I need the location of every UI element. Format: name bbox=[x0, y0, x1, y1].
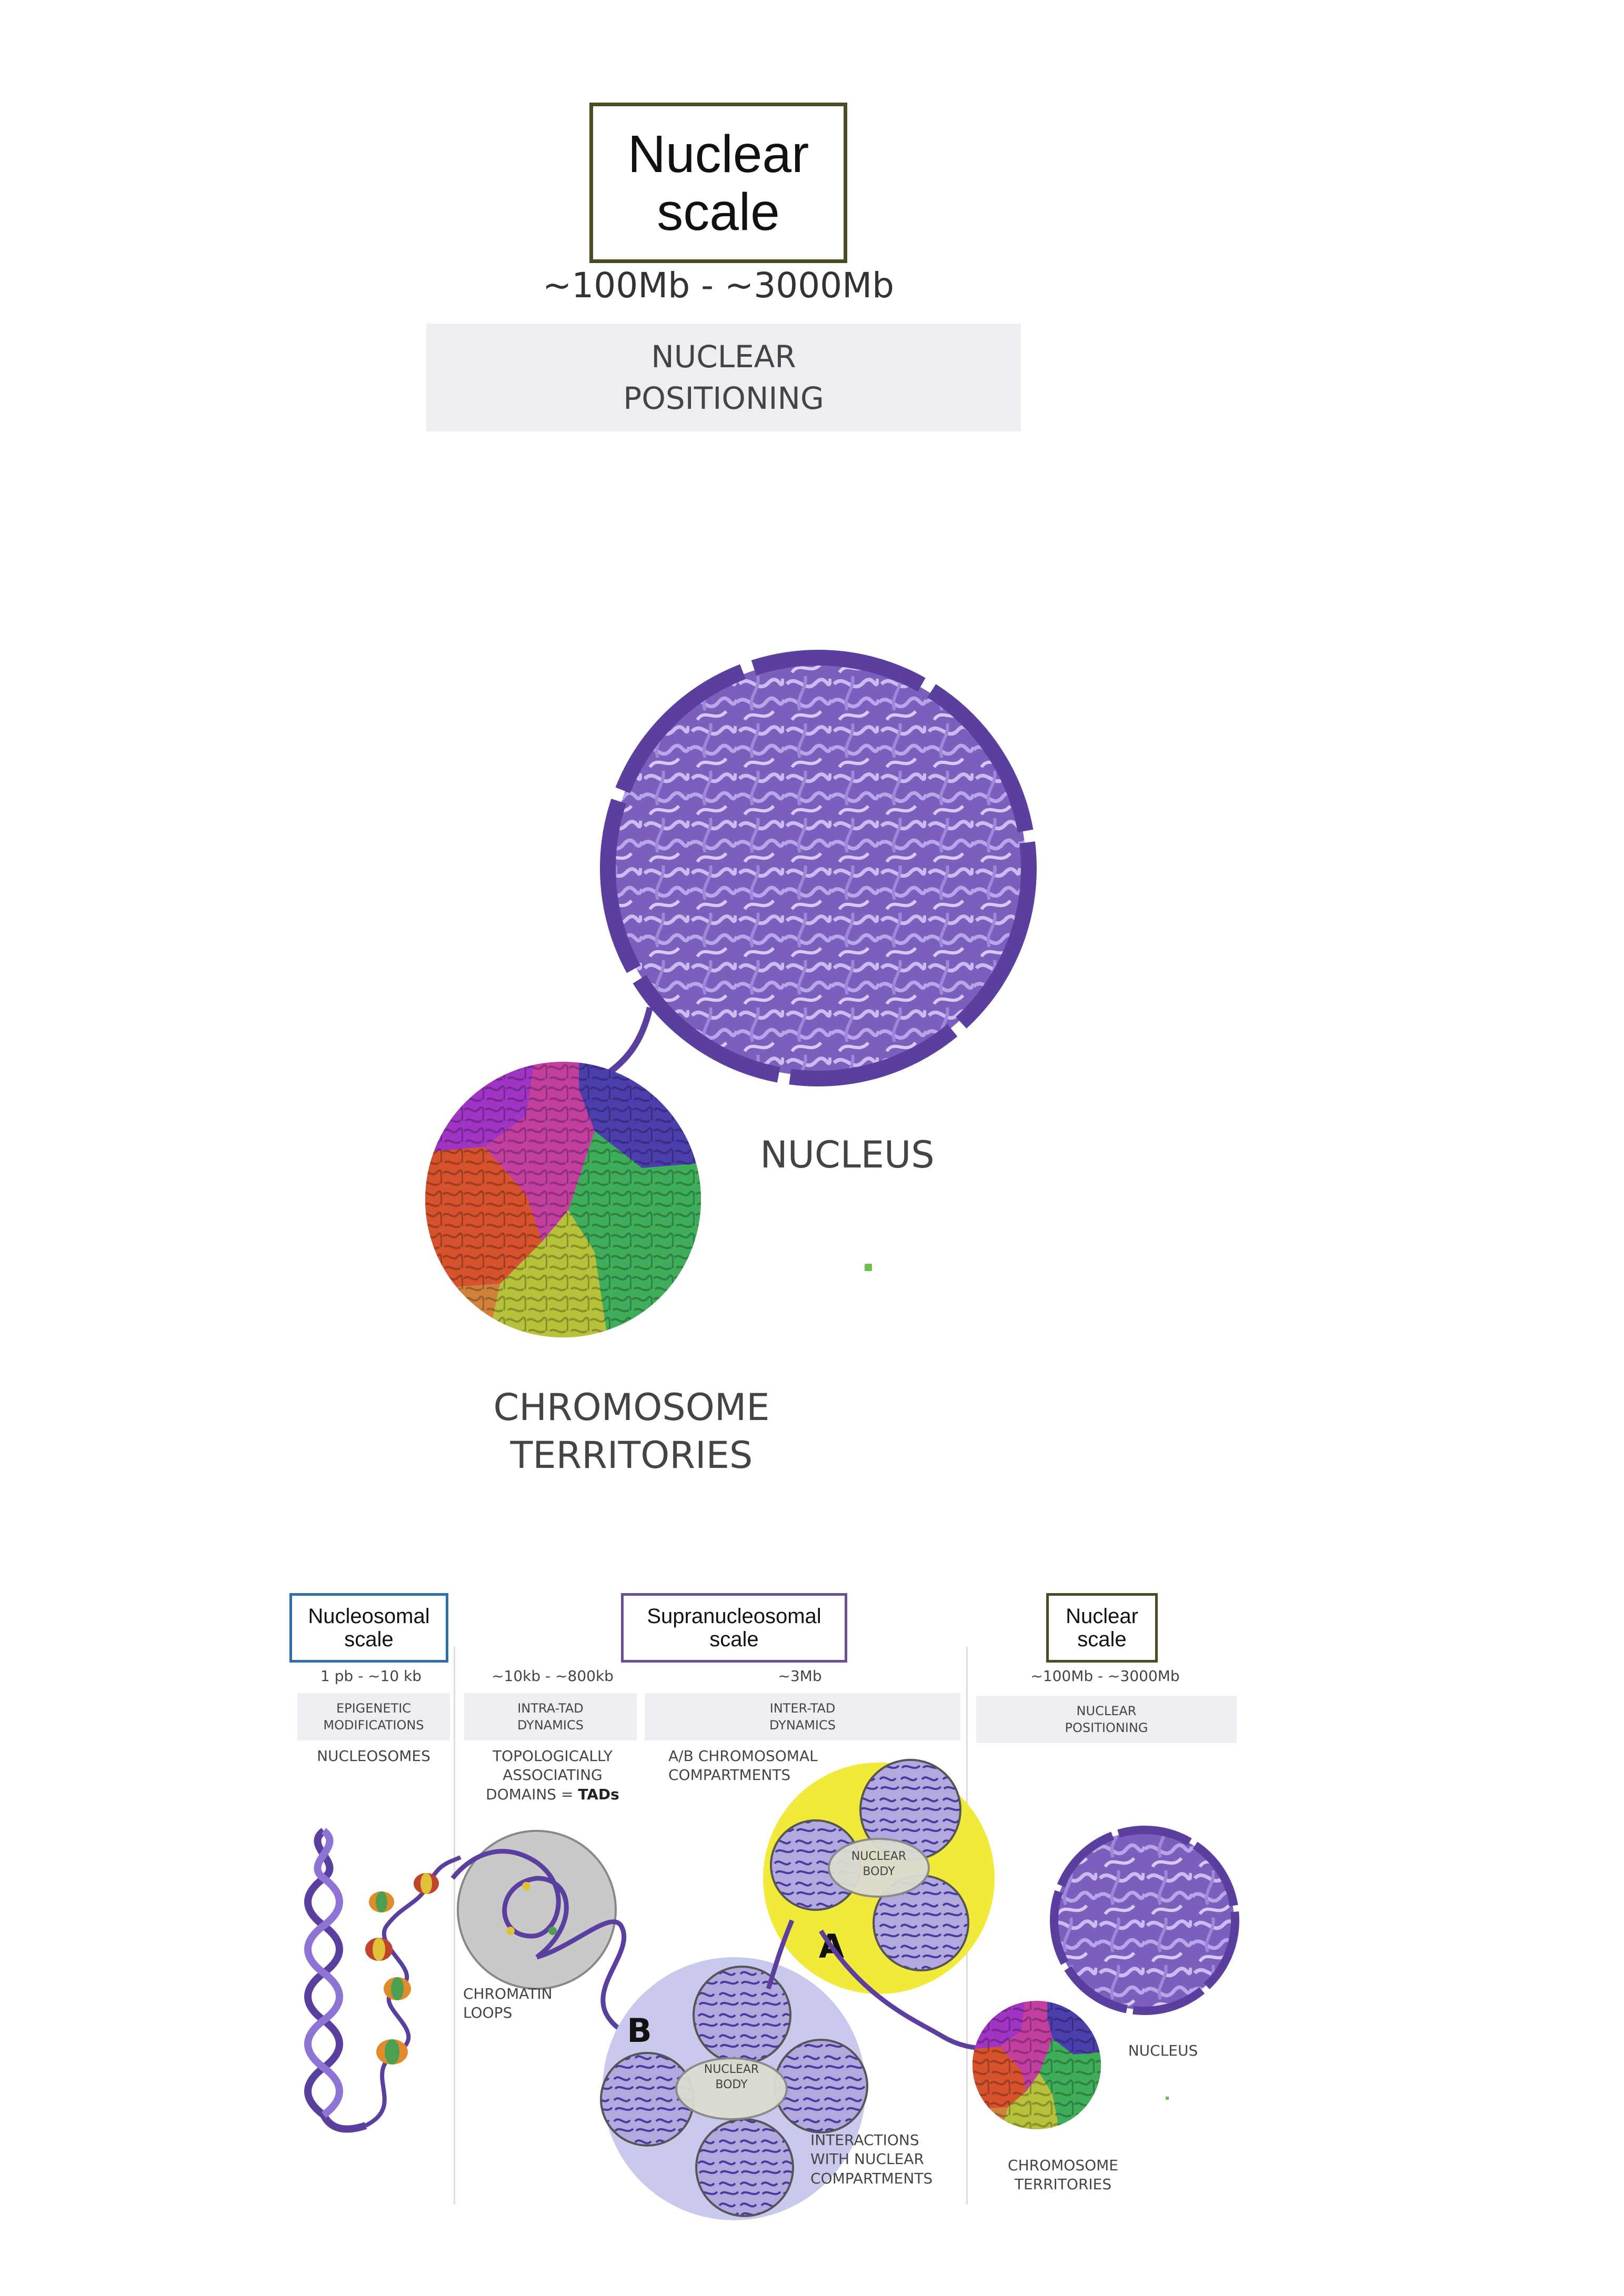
top-nucleus-illustration bbox=[600, 650, 1037, 1086]
band-inter-tad-line1: INTER-TAD bbox=[769, 1700, 836, 1716]
bottom-green-dot bbox=[1166, 2097, 1169, 2100]
nuclear-body-b-line1: NUCLEAR bbox=[704, 2063, 759, 2076]
label-ab-line1: A/B CHROMOSOMAL bbox=[668, 1747, 818, 1765]
top-range: ~100Mb - ~3000Mb bbox=[543, 265, 894, 306]
bottom-nuclear-scale-line1: Nuclear bbox=[1066, 1605, 1138, 1628]
nucleosomal-scale-line1: Nucleosomal bbox=[308, 1605, 430, 1628]
chromatin-loops-line2: LOOPS bbox=[463, 2004, 513, 2022]
band-nuclear-line2: POSITIONING bbox=[1065, 1720, 1148, 1735]
top-territories-illustration bbox=[425, 1062, 701, 1337]
supranucleosomal-scale-line2: scale bbox=[709, 1628, 759, 1651]
top-territories-label: CHROMOSOME TERRITORIES bbox=[447, 1384, 816, 1479]
bottom-territories-illustration bbox=[973, 2001, 1101, 2129]
bottom-territories-label: CHROMOSOME TERRITORIES bbox=[984, 2156, 1142, 2194]
band-epigenetic-line2: MODIFICATIONS bbox=[323, 1718, 424, 1733]
range-intra-tad: ~10kb - ~800kb bbox=[492, 1667, 614, 1685]
label-nucleosomes: NUCLEOSOMES bbox=[317, 1747, 430, 1765]
band-inter-tad: INTER-TAD DYNAMICS bbox=[645, 1693, 960, 1740]
label-ab-compartments: A/B CHROMOSOMAL COMPARTMENTS bbox=[668, 1747, 847, 1785]
bottom-territories-line1: CHROMOSOME bbox=[1008, 2157, 1118, 2174]
top-scale-line1: Nuclear bbox=[627, 124, 809, 184]
label-interactions: INTERACTIONS WITH NUCLEAR COMPARTMENTS bbox=[810, 2131, 979, 2188]
nuclear-body-a-line1: NUCLEAR bbox=[851, 1850, 907, 1863]
range-inter-tad: ~3Mb bbox=[778, 1667, 822, 1685]
bottom-nucleus-illustration bbox=[1050, 1826, 1239, 2015]
dna-helix-illustration bbox=[304, 1828, 462, 2133]
label-tads-line1: TOPOLOGICALLY bbox=[493, 1747, 613, 1765]
chromatin-loops-line1: CHROMATIN bbox=[463, 1985, 553, 2002]
top-scale-box: Nuclear scale bbox=[589, 103, 847, 263]
nuclear-body-b-line2: BODY bbox=[715, 2078, 748, 2091]
compartment-b-illustration bbox=[600, 1957, 868, 2220]
top-nucleus-label: NUCLEUS bbox=[760, 1133, 935, 1176]
interactions-line2: WITH NUCLEAR bbox=[810, 2150, 924, 2168]
label-tads: TOPOLOGICALLY ASSOCIATING DOMAINS = TADs bbox=[463, 1747, 642, 1804]
green-dot bbox=[865, 1264, 872, 1271]
top-territories-line2: TERRITORIES bbox=[510, 1434, 753, 1477]
bottom-nuclear-scale-line2: scale bbox=[1077, 1628, 1127, 1651]
nucleosomal-scale-line2: scale bbox=[344, 1628, 394, 1651]
nucleosome-icons bbox=[365, 1873, 439, 2065]
compartment-b-label: B bbox=[627, 2011, 652, 2050]
divider-1 bbox=[454, 1647, 455, 2204]
supranucleosomal-scale-box: Supranucleosomal scale bbox=[621, 1593, 847, 1663]
top-band-line1: NUCLEAR bbox=[651, 339, 796, 375]
top-band: NUCLEAR POSITIONING bbox=[426, 324, 1021, 431]
bottom-nuclear-scale-box: Nuclear scale bbox=[1046, 1593, 1158, 1663]
band-nuclear-line1: NUCLEAR bbox=[1076, 1703, 1137, 1718]
chromatin-loops-illustration bbox=[450, 1830, 676, 2059]
band-inter-tad-line2: DYNAMICS bbox=[769, 1718, 836, 1733]
range-nucleosomal: 1 pb - ~10 kb bbox=[320, 1667, 422, 1685]
band-epigenetic-line1: EPIGENETIC bbox=[336, 1700, 412, 1716]
bottom-nucleus-label: NUCLEUS bbox=[1128, 2042, 1198, 2059]
compartment-a-illustration bbox=[763, 1759, 995, 1994]
top-band-line2: POSITIONING bbox=[623, 380, 824, 416]
label-tads-bold: TADs bbox=[578, 1785, 619, 1803]
bottom-territories-line2: TERRITORIES bbox=[1014, 2176, 1112, 2193]
nuclear-body-a-label: NUCLEAR BODY bbox=[839, 1849, 918, 1879]
band-nuclear-positioning: NUCLEAR POSITIONING bbox=[976, 1696, 1237, 1743]
band-intra-tad-line2: DYNAMICS bbox=[517, 1718, 584, 1733]
band-intra-tad-line1: INTRA-TAD bbox=[517, 1700, 584, 1716]
interactions-line1: INTERACTIONS bbox=[810, 2131, 919, 2149]
top-scale-line2: scale bbox=[657, 182, 780, 241]
range-nuclear: ~100Mb - ~3000Mb bbox=[1030, 1667, 1180, 1685]
label-ab-line2: COMPARTMENTS bbox=[668, 1766, 791, 1784]
nuclear-body-b-label: NUCLEAR BODY bbox=[692, 2062, 771, 2092]
supranucleosomal-scale-line1: Supranucleosomal bbox=[647, 1605, 821, 1628]
nucleosomal-scale-box: Nucleosomal scale bbox=[289, 1593, 448, 1663]
band-intra-tad: INTRA-TAD DYNAMICS bbox=[464, 1693, 637, 1740]
nuclear-body-a-line2: BODY bbox=[863, 1865, 895, 1878]
label-chromatin-loops: CHROMATIN LOOPS bbox=[463, 1985, 568, 2023]
label-tads-line3: DOMAINS = TADs bbox=[463, 1785, 642, 1804]
band-epigenetic: EPIGENETIC MODIFICATIONS bbox=[297, 1693, 450, 1740]
label-tads-prefix: DOMAINS = bbox=[486, 1785, 578, 1803]
top-territories-line1: CHROMOSOME bbox=[493, 1386, 770, 1429]
interactions-line3: COMPARTMENTS bbox=[810, 2169, 933, 2187]
label-tads-line2: ASSOCIATING bbox=[503, 1766, 603, 1784]
